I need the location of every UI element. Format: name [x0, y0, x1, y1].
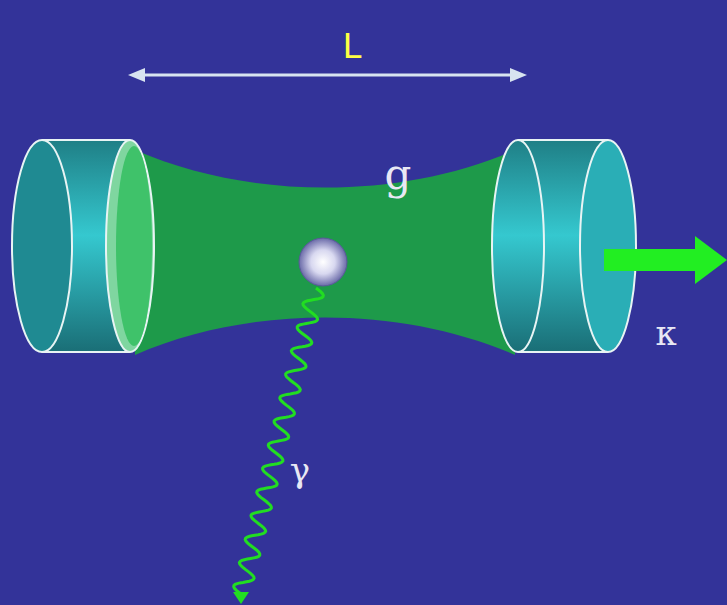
coupling-label: g: [385, 154, 412, 196]
left-mirror: [12, 140, 154, 352]
atom: [299, 238, 347, 286]
atomic-decay-label: γ: [290, 453, 310, 487]
right-mirror: [492, 140, 636, 352]
length-arrow: [128, 68, 527, 82]
output-arrow: [604, 236, 727, 284]
cavity-mode: [135, 150, 515, 355]
length-label: L: [343, 29, 362, 63]
cavity-decay-label: κ: [655, 316, 676, 350]
spontaneous-emission-photon: [234, 288, 324, 594]
photon-arrowhead: [233, 592, 249, 604]
